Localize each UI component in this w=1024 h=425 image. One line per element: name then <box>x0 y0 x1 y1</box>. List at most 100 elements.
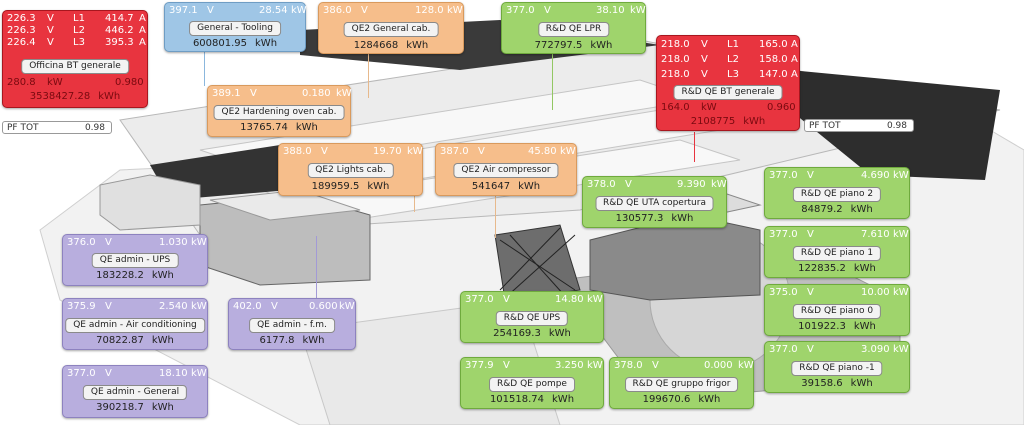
energy-reading: kWh <box>698 394 721 405</box>
panel-name: R&D QE UPS <box>495 311 569 326</box>
pf-label: PF TOT <box>7 123 39 133</box>
panel-reading: V <box>361 5 368 16</box>
energy-reading: kWh <box>302 335 325 346</box>
panel-reading: 375.0 <box>769 287 798 298</box>
panel-reading: V <box>807 344 814 355</box>
energy-reading: kWh <box>518 181 541 192</box>
panel-reading: 9.390 <box>677 179 706 190</box>
panel-reading: 7.610 <box>861 229 890 240</box>
panel-name: Officina BT generale <box>21 59 129 74</box>
panel-reading: V <box>47 37 54 48</box>
panel-reading: kW <box>893 287 909 298</box>
energy-reading: kWh <box>151 335 174 346</box>
panel-name: R&D QE piano -1 <box>791 361 883 376</box>
panel-reading: 377.0 <box>769 170 798 181</box>
energy-reading: kWh <box>255 38 278 49</box>
leader-line <box>414 196 415 212</box>
entrance-mesh <box>499 227 576 299</box>
energy-reading: kWh <box>367 181 390 192</box>
energy-reading: kWh <box>552 394 575 405</box>
panel-reading: 14.80 <box>555 294 584 305</box>
panel-reading: 226.4 <box>7 37 36 48</box>
panel-name: R&D QE pompe <box>489 377 575 392</box>
panel-reading: 414.7 <box>105 13 134 24</box>
panel-name: QE admin - UPS <box>91 253 179 268</box>
panel-reading: kW <box>560 146 576 157</box>
panel-reading: V <box>625 179 632 190</box>
panel-reading: kW <box>701 102 717 113</box>
panel-name: R&D QE piano 1 <box>792 246 882 261</box>
leader-line <box>495 196 496 238</box>
panel-reading: 128.0 <box>415 5 444 16</box>
pf-total-right: PF TOT 0.98 <box>804 119 914 132</box>
energy-reading: 70822.87 <box>96 335 144 346</box>
panel-name: QE admin - f.m. <box>249 318 335 333</box>
panel-reading: kW <box>47 77 63 88</box>
panel-reading: kW <box>893 344 909 355</box>
panel-reading: A <box>139 37 146 48</box>
panel-reading: 377.0 <box>769 344 798 355</box>
energy-reading: 772797.5 <box>534 40 583 51</box>
panel-name: R&D QE BT generale <box>673 85 783 100</box>
panel-reading: 0.180 <box>302 88 331 99</box>
panel-energy: 70822.87 kWh <box>63 335 207 346</box>
energy-reading: kWh <box>850 378 873 389</box>
panel-reading: kW <box>738 360 754 371</box>
small-building <box>99 174 201 231</box>
panel-reading: 226.3 <box>7 13 36 24</box>
panel-reading: V <box>321 146 328 157</box>
panel-reading: 0.980 <box>115 77 144 88</box>
panel-reading: 402.0 <box>233 301 262 312</box>
panel-reading: 165.0 <box>759 39 788 50</box>
panel-reading: 378.0 <box>587 179 616 190</box>
panel-reading: 45.80 <box>528 146 557 157</box>
panel-reading: 377.9 <box>465 360 494 371</box>
panel-reading: V <box>807 170 814 181</box>
panel-reading: V <box>652 360 659 371</box>
leader-line <box>552 54 553 110</box>
panel-reading: kW <box>339 301 355 312</box>
panel-reading: V <box>105 368 112 379</box>
panel-reading: 3.090 <box>861 344 890 355</box>
panel-reading: V <box>271 301 278 312</box>
panel-name: R&D QE UTA copertura <box>595 196 714 211</box>
panel-reading: V <box>105 301 112 312</box>
panel-reading: kW <box>191 237 207 248</box>
panel-name: R&D QE LPR <box>537 22 610 37</box>
panel-reading: 218.0 <box>661 39 690 50</box>
panel-reading: 147.0 <box>759 69 788 80</box>
leader-line <box>316 236 317 298</box>
panel-reading: V <box>207 5 214 16</box>
panel-reading: A <box>791 39 798 50</box>
panel-reading: 10.00 <box>861 287 890 298</box>
panel-reading: 0.600 <box>309 301 338 312</box>
